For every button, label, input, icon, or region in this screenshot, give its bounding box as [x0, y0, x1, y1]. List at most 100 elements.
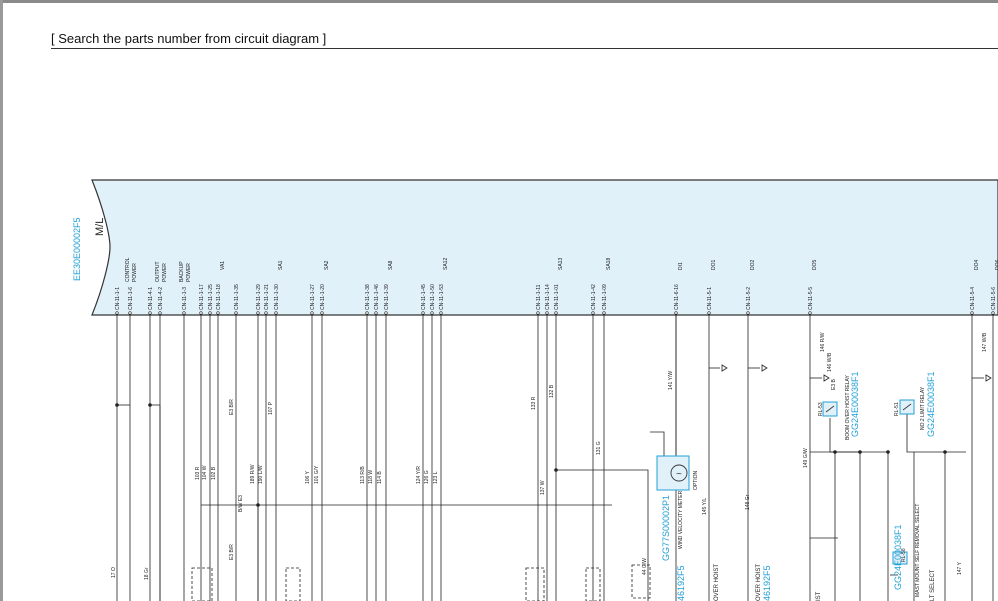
wire-label: 103 R [195, 466, 201, 480]
pin-function-label: DI1 [678, 262, 684, 270]
pin-label: CN-11-1-27 [310, 284, 316, 310]
pin-terminal [320, 311, 324, 315]
pin-function-label: BACKUP [179, 261, 185, 282]
wire-label: 145 Y/L [702, 498, 708, 515]
wire-label: 148 Gr [745, 494, 751, 510]
pin-function-label: POWER [186, 263, 192, 282]
wire [829, 418, 889, 601]
pin-terminal [216, 311, 220, 315]
pin-function-label: DO5 [812, 260, 818, 271]
wind-meter-name: WIND VELOCITY METER [678, 490, 684, 549]
relay-term-label: 146 R/W [820, 332, 826, 352]
bottom-part-number[interactable]: 46192F5 [762, 565, 772, 601]
pin-terminal [554, 311, 558, 315]
wire-label: 118 W [368, 470, 374, 484]
window-frame-top [0, 0, 998, 3]
pin-terminal [545, 311, 549, 315]
window-frame-left [0, 0, 3, 601]
pin-label: CN-11-1-50 [430, 284, 436, 310]
bottom-part-number[interactable]: 46192F5 [676, 565, 686, 601]
wire-label: 147 Y [957, 561, 963, 575]
pin-terminal [234, 311, 238, 315]
header-title: [ Search the parts number from circuit d… [51, 31, 327, 46]
pin-label: CN-11-1-17 [199, 284, 205, 310]
pin-terminal [374, 311, 378, 315]
relay-term-label: 146 W/B [827, 352, 833, 372]
pin-terminal [439, 311, 443, 315]
relay2-part-number[interactable]: GG24E00038F1 [926, 371, 936, 437]
pin-terminal [674, 311, 678, 315]
pin-label: CN-11-1-53 [439, 284, 445, 310]
pin-function-label: DO2 [750, 260, 756, 271]
pin-terminal [430, 311, 434, 315]
relay3-name: MAST MOUNT SELF REMOVAL SELECT [915, 504, 921, 597]
relay-term-label: 147 W/B [982, 332, 988, 352]
relay1-name: BOOM OVER HOIST RELAY [845, 375, 851, 440]
wire-label: 126 G [424, 470, 430, 484]
boom-over-hoist-relay[interactable]: RL-53 GG24E00038F1 BOOM OVER HOIST RELAY… [818, 371, 860, 440]
pin-function-label: SA13 [558, 258, 564, 270]
wire-label: B/W E3 [238, 495, 244, 512]
junction-dot [554, 468, 558, 472]
pin-terminal [808, 311, 812, 315]
wind-meter-option: OPTION [693, 470, 699, 490]
pin-function-label: SA8 [388, 260, 394, 270]
junction-dot [256, 503, 260, 507]
pin-label: CN-11-1-45 [421, 284, 427, 310]
pin-label: CN-11-1-18 [216, 284, 222, 310]
pin-function-label: VA1 [220, 261, 226, 270]
pin-label: CN-11-1-6 [128, 287, 134, 310]
wire-label: E3 B/R [229, 544, 235, 560]
pin-terminal [591, 311, 595, 315]
connector-arrow [761, 364, 768, 372]
pin-label: CN-11-1-11 [536, 284, 542, 310]
pin-label: CN-11-5-2 [746, 287, 752, 310]
wind-meter-part-number[interactable]: GG77S00002P1 [661, 495, 671, 561]
relay1-part-number[interactable]: GG24E00038F1 [850, 371, 860, 437]
pin-label: CN-11-5-1 [707, 287, 713, 310]
pin-terminal [182, 311, 186, 315]
module-part-number[interactable]: EE30E00002F5 [72, 217, 82, 281]
wire-label: 137 W [540, 480, 546, 495]
pin-terminal [148, 311, 152, 315]
bottom-label: LT SELECT [930, 569, 936, 601]
wire-label: 44 G/W [642, 558, 648, 575]
pin-terminal [365, 311, 369, 315]
connector-arrow [985, 374, 992, 382]
relay1-ref: RL-53 [818, 402, 824, 416]
wire-label: 17 O [111, 567, 117, 578]
pin-terminal [274, 311, 278, 315]
pin-label: CN-11-4-1 [148, 287, 154, 310]
pin-function-label: POWER [132, 263, 138, 282]
wind-velocity-meter[interactable]: ~ GG77S00002P1 WIND VELOCITY METER OPTIO… [656, 455, 699, 561]
terminal-block [525, 567, 545, 601]
page-header: [ Search the parts number from circuit d… [51, 30, 998, 49]
pin-label: CN-11-1-09 [602, 284, 608, 310]
pin-label: CN-11-1-39 [384, 284, 390, 310]
wire-label: 149 G/W [803, 448, 809, 468]
pin-function-label: SA18 [606, 258, 612, 270]
pin-terminal [256, 311, 260, 315]
terminal-block [191, 567, 213, 601]
pin-terminal [707, 311, 711, 315]
junction-dot [858, 450, 862, 454]
bottom-label: IST [816, 591, 822, 601]
pin-function-label: CONTROL [125, 257, 131, 282]
pin-terminal [384, 311, 388, 315]
relay3-part-number[interactable]: GG24E00038F1 [893, 524, 903, 590]
no2-limit-relay[interactable]: RL-51 GG24E00038F1 NO.2 LIMIT RELAY [894, 371, 936, 437]
terminal-block [285, 567, 301, 601]
wire-label: 189 R/W [250, 464, 256, 484]
pin-label: CN-11-4-2 [158, 287, 164, 310]
junction-dot [115, 403, 119, 407]
relay3-ref: RL-58 [901, 548, 907, 562]
mast-mount-self-removal-relay[interactable]: RL-58 GG24E00038F1 MAST MOUNT SELF REMOV… [892, 504, 921, 597]
wire-label: E3 B/R [229, 399, 235, 415]
pin-label: CN-11-1-20 [320, 284, 326, 310]
bottom-label: OVER HOIST [714, 564, 720, 601]
wire-label: 102 B [211, 466, 217, 480]
wire-network [115, 314, 994, 601]
junction-dot [148, 403, 152, 407]
